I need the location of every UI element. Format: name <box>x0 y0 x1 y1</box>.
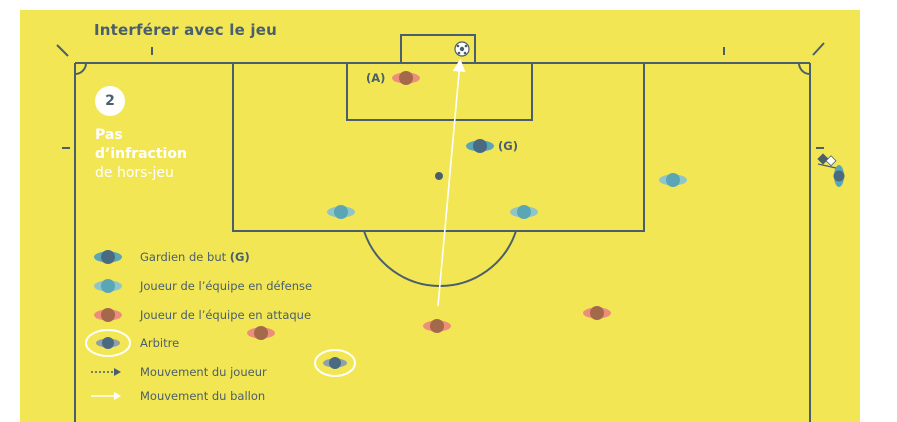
penalty-spot <box>435 172 443 180</box>
attacker-player <box>423 319 451 333</box>
legend-referee-icon <box>85 329 131 357</box>
referee-player <box>314 349 356 377</box>
defender-player <box>510 205 538 219</box>
legend-item-ball-movement: Mouvement du ballon <box>140 389 265 403</box>
attacker-player <box>583 306 611 320</box>
flag-icon <box>817 153 837 169</box>
legend-defender-label: Joueur de l’équipe en défense <box>140 279 313 293</box>
assistant-referee <box>833 165 845 187</box>
verdict-line-2: d’infraction <box>95 146 187 162</box>
legend-item-referee: Arbitre <box>140 336 179 350</box>
pitch-background <box>20 10 860 422</box>
legend-ball-movement-label: Mouvement du ballon <box>140 389 266 403</box>
verdict-line-1: Pas <box>95 127 123 143</box>
legend-item-defender: Joueur de l’équipe en défense <box>140 279 312 293</box>
legend-goalkeeper-icon <box>94 250 122 264</box>
step-number-badge: 2 <box>95 86 125 116</box>
goalkeeper-g-label: (G) <box>498 139 518 153</box>
legend-defender-icon <box>94 279 122 293</box>
defender-player <box>327 205 355 219</box>
verdict-line-3: de hors-jeu <box>95 165 174 181</box>
legend-goalkeeper-label: Gardien de but <box>140 250 227 264</box>
goalkeeper-player <box>466 139 494 153</box>
ball-movement-arrow <box>437 58 466 307</box>
legend-referee-label: Arbitre <box>140 336 180 350</box>
legend-item-goalkeeper: Gardien de but (G) <box>140 250 250 264</box>
pitch-lines <box>56 34 825 422</box>
legend-ball-movement-icon <box>91 392 121 400</box>
legend-item-player-movement: Mouvement du joueur <box>140 365 267 379</box>
legend-attacker-label: Joueur de l’équipe en attaque <box>140 308 312 322</box>
attacker-player-a <box>392 71 420 85</box>
legend-item-attacker: Joueur de l’équipe en attaque <box>140 308 311 322</box>
diagram-title: Interférer avec le jeu <box>94 21 278 39</box>
legend-goalkeeper-tag: (G) <box>229 250 250 264</box>
legend-player-movement-label: Mouvement du joueur <box>140 365 267 379</box>
ball-icon <box>454 41 470 57</box>
verdict-text: Pas d’infraction de hors-jeu <box>95 126 187 183</box>
defender-player <box>659 173 687 187</box>
attacker-a-label: (A) <box>366 71 386 85</box>
legend-player-movement-icon <box>91 368 121 376</box>
attacker-player <box>247 326 275 340</box>
legend-attacker-icon <box>94 308 122 322</box>
